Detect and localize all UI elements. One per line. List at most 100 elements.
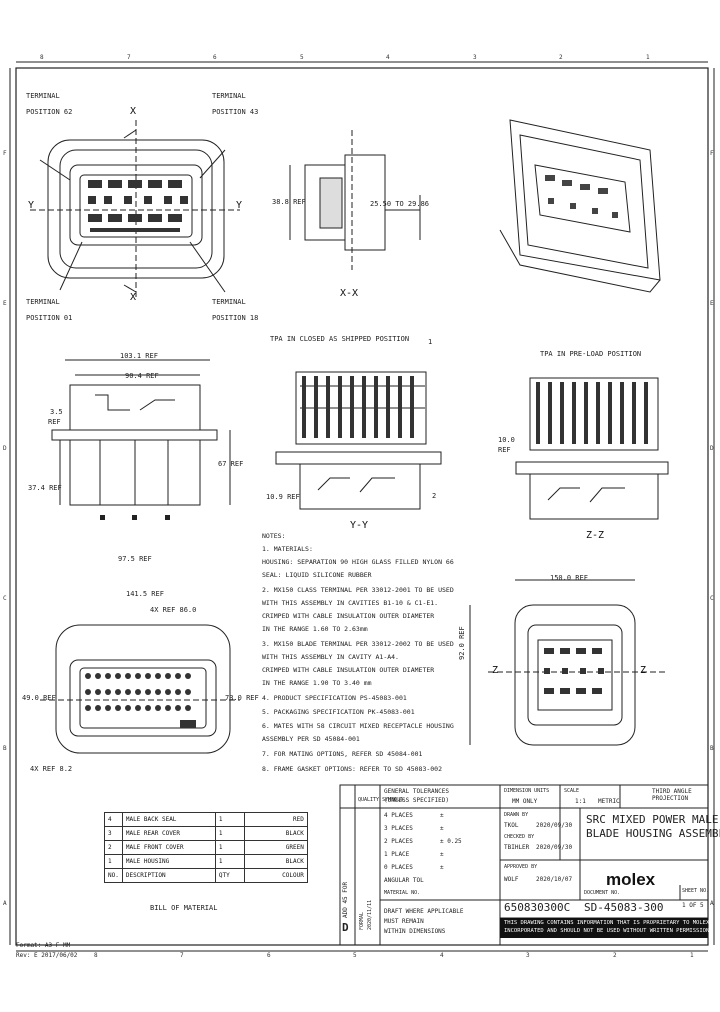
revision-ecn-date: 2020/11/11 (366, 790, 374, 930)
section-y-y (275, 371, 442, 510)
zone-right-a: A (710, 900, 714, 907)
document-no-value: SD-45083-300 (584, 901, 664, 914)
terminal-18-label-1: TERMINAL (212, 298, 246, 306)
dim-zz-b: REF (498, 446, 511, 454)
bom-qty: 1 (214, 826, 245, 841)
bom-colour: RED (243, 812, 308, 827)
general-tolerances-label: GENERAL TOLERANCES (384, 788, 450, 795)
revision-line: FORMAL (359, 911, 365, 930)
note-line: 6. MATES WITH 58 CIRCUIT MIXED RECEPTACL… (262, 722, 454, 730)
bom-desc: MALE REAR COVER (121, 826, 216, 841)
drawing-title-line-2: BLADE HOUSING ASSEMBLY (586, 827, 720, 840)
zone-left-f: F (3, 150, 7, 157)
draft-note-1: DRAFT WHERE APPLICABLE (384, 908, 464, 915)
tol-0-val: ± (440, 864, 444, 871)
dim-bottom-top: 97.5 REF (118, 555, 152, 563)
zone-bottom-3: 3 (526, 952, 530, 959)
section-x-x (289, 130, 421, 270)
zone-right-f: F (710, 150, 714, 157)
dim-bottom-left3: 49.0 REF (22, 694, 56, 702)
terminal-62-label-2: POSITION 62 (26, 108, 73, 116)
bom-desc: MALE HOUSING (121, 854, 216, 869)
draft-note-2: MUST REMAIN (384, 918, 424, 925)
section-y-left-label: Y (28, 200, 35, 211)
note-line: 4. PRODUCT SPECIFICATION PS-45083-001 (262, 694, 407, 702)
sheet-no-label: SHEET NO. (682, 888, 710, 894)
bom-caption: BILL OF MATERIAL (150, 904, 218, 912)
callout-1: 1 (428, 338, 433, 346)
bom-colour: BLACK (243, 826, 308, 841)
note-line: IN THE RANGE 1.90 TO 3.40 mm (262, 679, 372, 687)
scale-value: 1:1 (575, 798, 586, 805)
bom-header-desc: DESCRIPTION (121, 868, 216, 883)
mount-view (469, 579, 665, 746)
note-line: WITH THIS ASSEMBLY IN CAVITIES B1-10 & C… (262, 599, 439, 607)
bom-item: 4 (104, 812, 123, 827)
checked-by: TBIHLER (504, 844, 530, 851)
terminal-43-label-2: POSITION 43 (212, 108, 259, 116)
dim-bottom-right: 73.0 REF (225, 694, 259, 702)
approved-date: 2020/10/07 (536, 876, 573, 883)
note-line: 3. MX150 BLADE TERMINAL PER 33012-2002 T… (262, 640, 454, 648)
dim-mount-left: 92.0 REF (458, 626, 466, 660)
note-line: IN THE RANGE 1.60 TO 2.63mm (262, 625, 368, 633)
section-zz-title: Z-Z (586, 530, 605, 541)
bom-row: 4 MALE BACK SEAL 1 RED (104, 812, 308, 827)
terminal-43-label-1: TERMINAL (212, 92, 246, 100)
dim-bottom-left2: 4X REF 86.0 (150, 606, 197, 614)
molex-logo: molex (606, 870, 656, 889)
zone-top-7: 7 (127, 54, 131, 61)
proprietary-line-1: THIS DRAWING CONTAINS INFORMATION THAT I… (504, 920, 710, 926)
dimension-units-label: DIMENSION UNITS (504, 788, 550, 794)
zone-left-a: A (3, 900, 7, 907)
document-no-label: DOCUMENT NO. (584, 890, 621, 896)
revision-line: ADD 45 FOR (342, 881, 349, 918)
section-xx-title: X-X (340, 288, 359, 299)
terminal-18-label-2: POSITION 18 (212, 314, 259, 322)
bom-item: 2 (104, 840, 123, 855)
note-line: 7. FOR MATING OPTIONS, REFER SD 45084-00… (262, 750, 423, 758)
drawing-title-line-1: SRC MIXED POWER MALE (586, 813, 719, 826)
bom-item: 1 (104, 854, 123, 869)
scale-label: SCALE (564, 788, 580, 794)
material-no-value: 650830300C (504, 901, 571, 914)
tol-1-val: ± (440, 851, 444, 858)
dim-bottom-ref: 4X REF 8.2 (30, 765, 73, 773)
zone-right-d: D (710, 445, 714, 452)
callout-2: 2 (432, 492, 437, 500)
dim-front-right: 67 REF (218, 460, 244, 468)
tpa-preload-label: TPA IN PRE-LOAD POSITION (540, 350, 642, 358)
bom-row: 3 MALE REAR COVER 1 BLACK (104, 826, 308, 841)
terminal-01-label-2: POSITION 01 (26, 314, 73, 322)
zone-top-4: 4 (386, 54, 390, 61)
approved-by: WOLF (504, 876, 519, 883)
zone-bottom-2: 2 (613, 952, 617, 959)
tol-2-places: 2 PLACES (384, 838, 413, 845)
bom-qty: 1 (214, 854, 245, 869)
zone-right-b: B (710, 745, 714, 752)
zone-top-5: 5 (300, 54, 304, 61)
bom-colour: GREEN (243, 840, 308, 855)
tol-0-places: 0 PLACES (384, 864, 413, 871)
zone-right-e: E (710, 300, 714, 307)
dim-xx-left: 38.8 REF (272, 198, 306, 206)
dim-front-w2: 90.4 REF (125, 372, 159, 380)
dim-zz-a: 10.0 (498, 436, 515, 444)
terminal-01-label-1: TERMINAL (26, 298, 60, 306)
notes-title: NOTES: (262, 532, 286, 540)
dim-bottom-left1: 141.5 REF (126, 590, 164, 598)
unless-specified-label: (UNLESS SPECIFIED) (384, 797, 450, 804)
projection-label: THIRD ANGLE PROJECTION (652, 788, 692, 802)
bom-row: 2 MALE FRONT COVER 1 GREEN (104, 840, 308, 855)
drawn-by: TKOL (504, 822, 519, 829)
side-view-middle (51, 359, 231, 506)
zone-top-6: 6 (213, 54, 217, 61)
section-y-right-label: Y (236, 200, 243, 211)
bom-desc: MALE FRONT COVER (121, 840, 216, 855)
tol-4-val: ± (440, 812, 444, 819)
tol-1-place: 1 PLACE (384, 851, 410, 858)
zone-bottom-7: 7 (180, 952, 184, 959)
approved-by-label: APPROVED BY (504, 864, 538, 870)
section-yy-title: Y-Y (350, 520, 369, 531)
